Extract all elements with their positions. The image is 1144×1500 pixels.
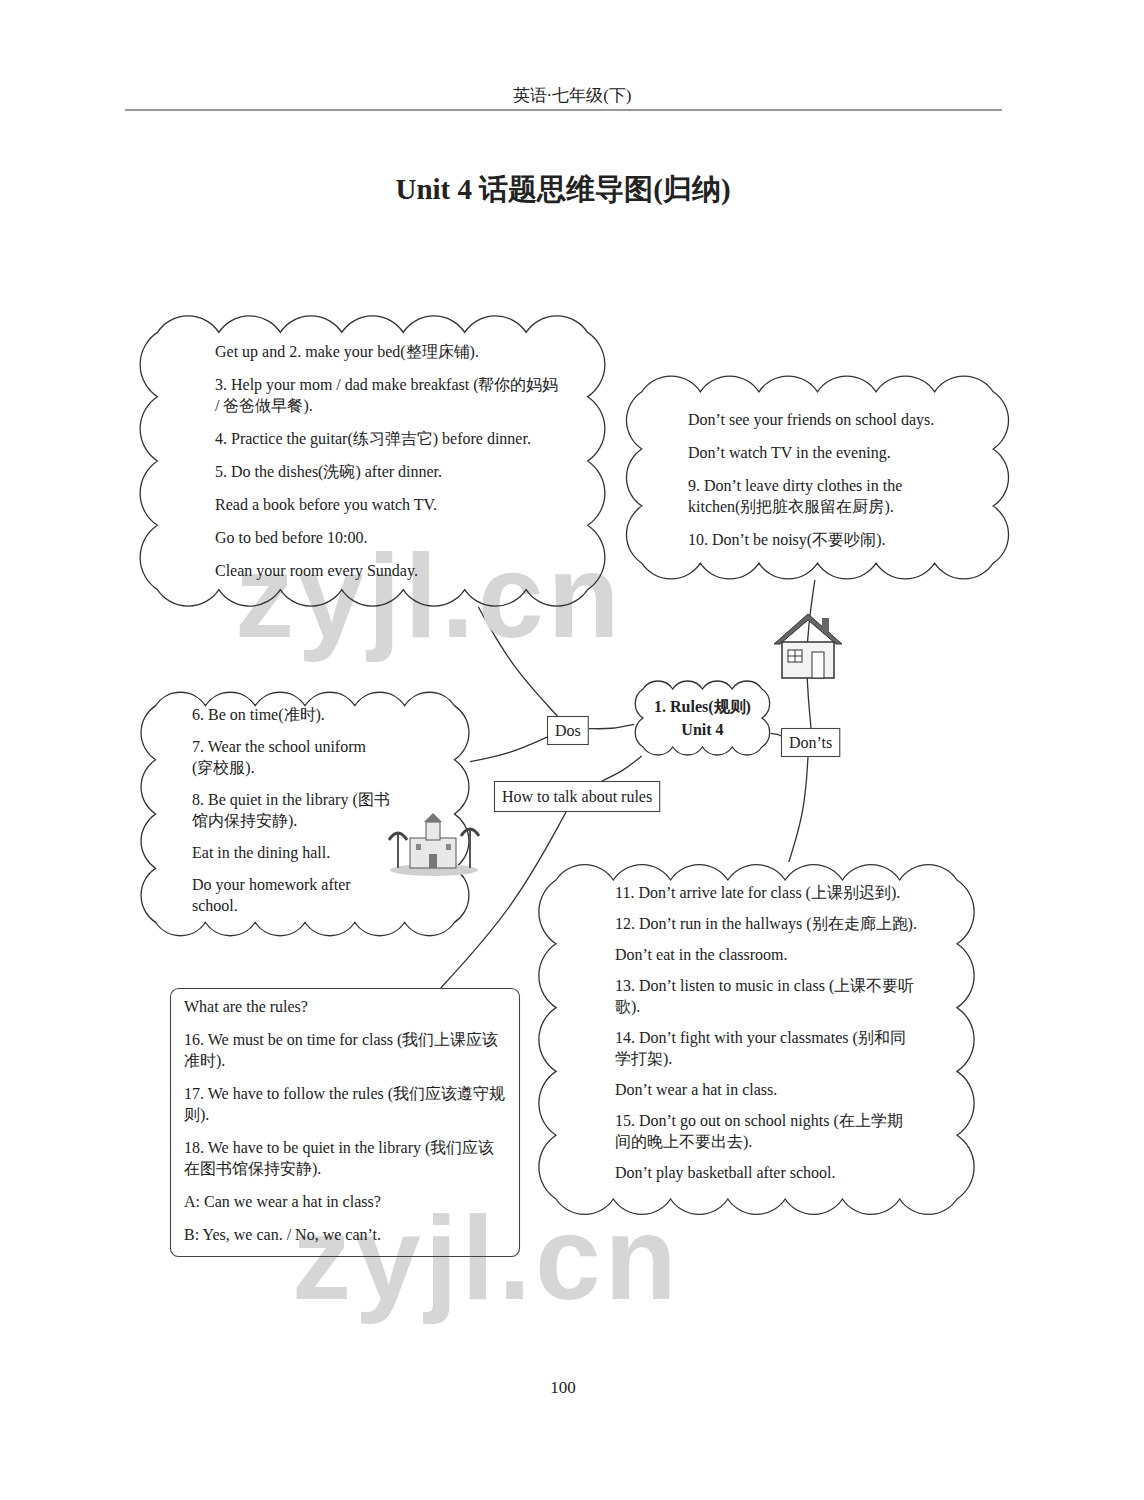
node-text: 5. Do the dishes(洗碗) after dinner. [215, 461, 565, 482]
header-rule [125, 109, 1002, 110]
box-outline [548, 717, 589, 745]
connector-line [441, 812, 566, 988]
node-text: Dos [555, 720, 581, 741]
node-text: Clean your room every Sunday. [215, 560, 565, 581]
connector-line [589, 724, 634, 728]
node-text: B: Yes, we can. / No, we can’t. [184, 1224, 506, 1245]
title: Unit 4 话题思维导图(归纳) [395, 170, 730, 210]
node-text: Don’t play basketball after school. [615, 1162, 917, 1183]
dos-box: Dos [547, 716, 589, 745]
node-text: 9. Don’t leave dirty clothes in the kitc… [688, 475, 966, 517]
node-text: Don’t watch TV in the evening. [688, 442, 966, 463]
node-text: Don’t see your friends on school days. [688, 409, 966, 430]
node-text: Do your homework after school. [192, 874, 390, 916]
node-outline [170, 988, 520, 1257]
cloud-outline [539, 865, 974, 1215]
node-text: 1. Rules(规则) [654, 696, 751, 717]
cloud-outline [141, 692, 469, 936]
node-text: 15. Don’t go out on school nights (在上学期间… [615, 1110, 917, 1152]
home-dos-cloud: Get up and 2. make your bed(整理床铺). 3. Hel… [140, 315, 605, 607]
node-text: 14. Don’t fight with your classmates (别和… [615, 1027, 917, 1069]
node-text: Don’t eat in the classroom. [615, 944, 917, 965]
node-text: 18. We have to be quiet in the library (… [184, 1137, 506, 1179]
node-text: 11. Don’t arrive late for class (上课别迟到). [615, 882, 917, 903]
node-text: Unit 4 [654, 719, 751, 740]
connector-line [470, 737, 547, 761]
house-icon [768, 610, 848, 682]
node-text: 16. We must be on time for class (我们上课应该… [184, 1029, 506, 1071]
connector-line [789, 757, 808, 862]
node-text: 7. Wear the school uniform (穿校服). [192, 736, 390, 778]
node-text: Get up and 2. make your bed(整理床铺). [215, 341, 565, 362]
header-text: 英语·七年级(下) [513, 84, 632, 107]
box-outline [171, 989, 520, 1257]
rules-talk-box: What are the rules? 16. We must be on tim… [170, 988, 520, 1257]
home-donts-cloud: Don’t see your friends on school days. Do… [625, 375, 1010, 580]
page-number: 100 [550, 1378, 576, 1398]
node-text: Don’ts [789, 732, 832, 753]
node-text: Eat in the dining hall. [192, 842, 390, 863]
node-text: Don’t wear a hat in class. [615, 1079, 917, 1100]
node-text: 12. Don’t run in the hallways (别在走廊上跑). [615, 913, 917, 934]
box-outline [782, 729, 840, 757]
node-text: 10. Don’t be noisy(不要吵闹). [688, 529, 966, 550]
node-outline [140, 690, 470, 938]
node-text: 8. Be quiet in the library (图书馆内保持安静). [192, 789, 390, 831]
node-text: 17. We have to follow the rules (我们应该遵守规… [184, 1083, 506, 1125]
node-outline [634, 680, 771, 756]
central-cloud: 1. Rules(规则)Unit 4 [634, 680, 771, 756]
cloud-outline [626, 376, 1008, 579]
node-text: How to talk about rules [502, 786, 652, 807]
node-text: What are the rules? [184, 996, 506, 1017]
connector-line [602, 756, 642, 781]
watermark: zyjl.cn [292, 1190, 681, 1326]
node-text: 6. Be on time(准时). [192, 704, 390, 725]
school-dos-cloud: 6. Be on time(准时). 7. Wear the school uni… [140, 690, 470, 938]
watermark: zyjl.cn [235, 528, 624, 664]
node-text: 3. Help your mom / dad make breakfast (帮… [215, 374, 565, 416]
node-text: Read a book before you watch TV. [215, 494, 565, 515]
node-text: 4. Practice the guitar(练习弹吉它) before din… [215, 428, 565, 449]
box-outline [495, 782, 660, 812]
donts-box: Don’ts [781, 728, 840, 757]
node-text: Go to bed before 10:00. [215, 527, 565, 548]
cloud-outline [140, 316, 605, 606]
cloud-outline [635, 681, 769, 755]
node-text: 13. Don’t listen to music in class (上课不要… [615, 975, 917, 1017]
connector-line [771, 734, 781, 736]
node-text: A: Can we wear a hat in class? [184, 1191, 506, 1212]
school-icon [388, 812, 480, 878]
topic-box: How to talk about rules [494, 781, 660, 812]
school-donts-cloud: 11. Don’t arrive late for class (上课别迟到).… [538, 862, 975, 1217]
